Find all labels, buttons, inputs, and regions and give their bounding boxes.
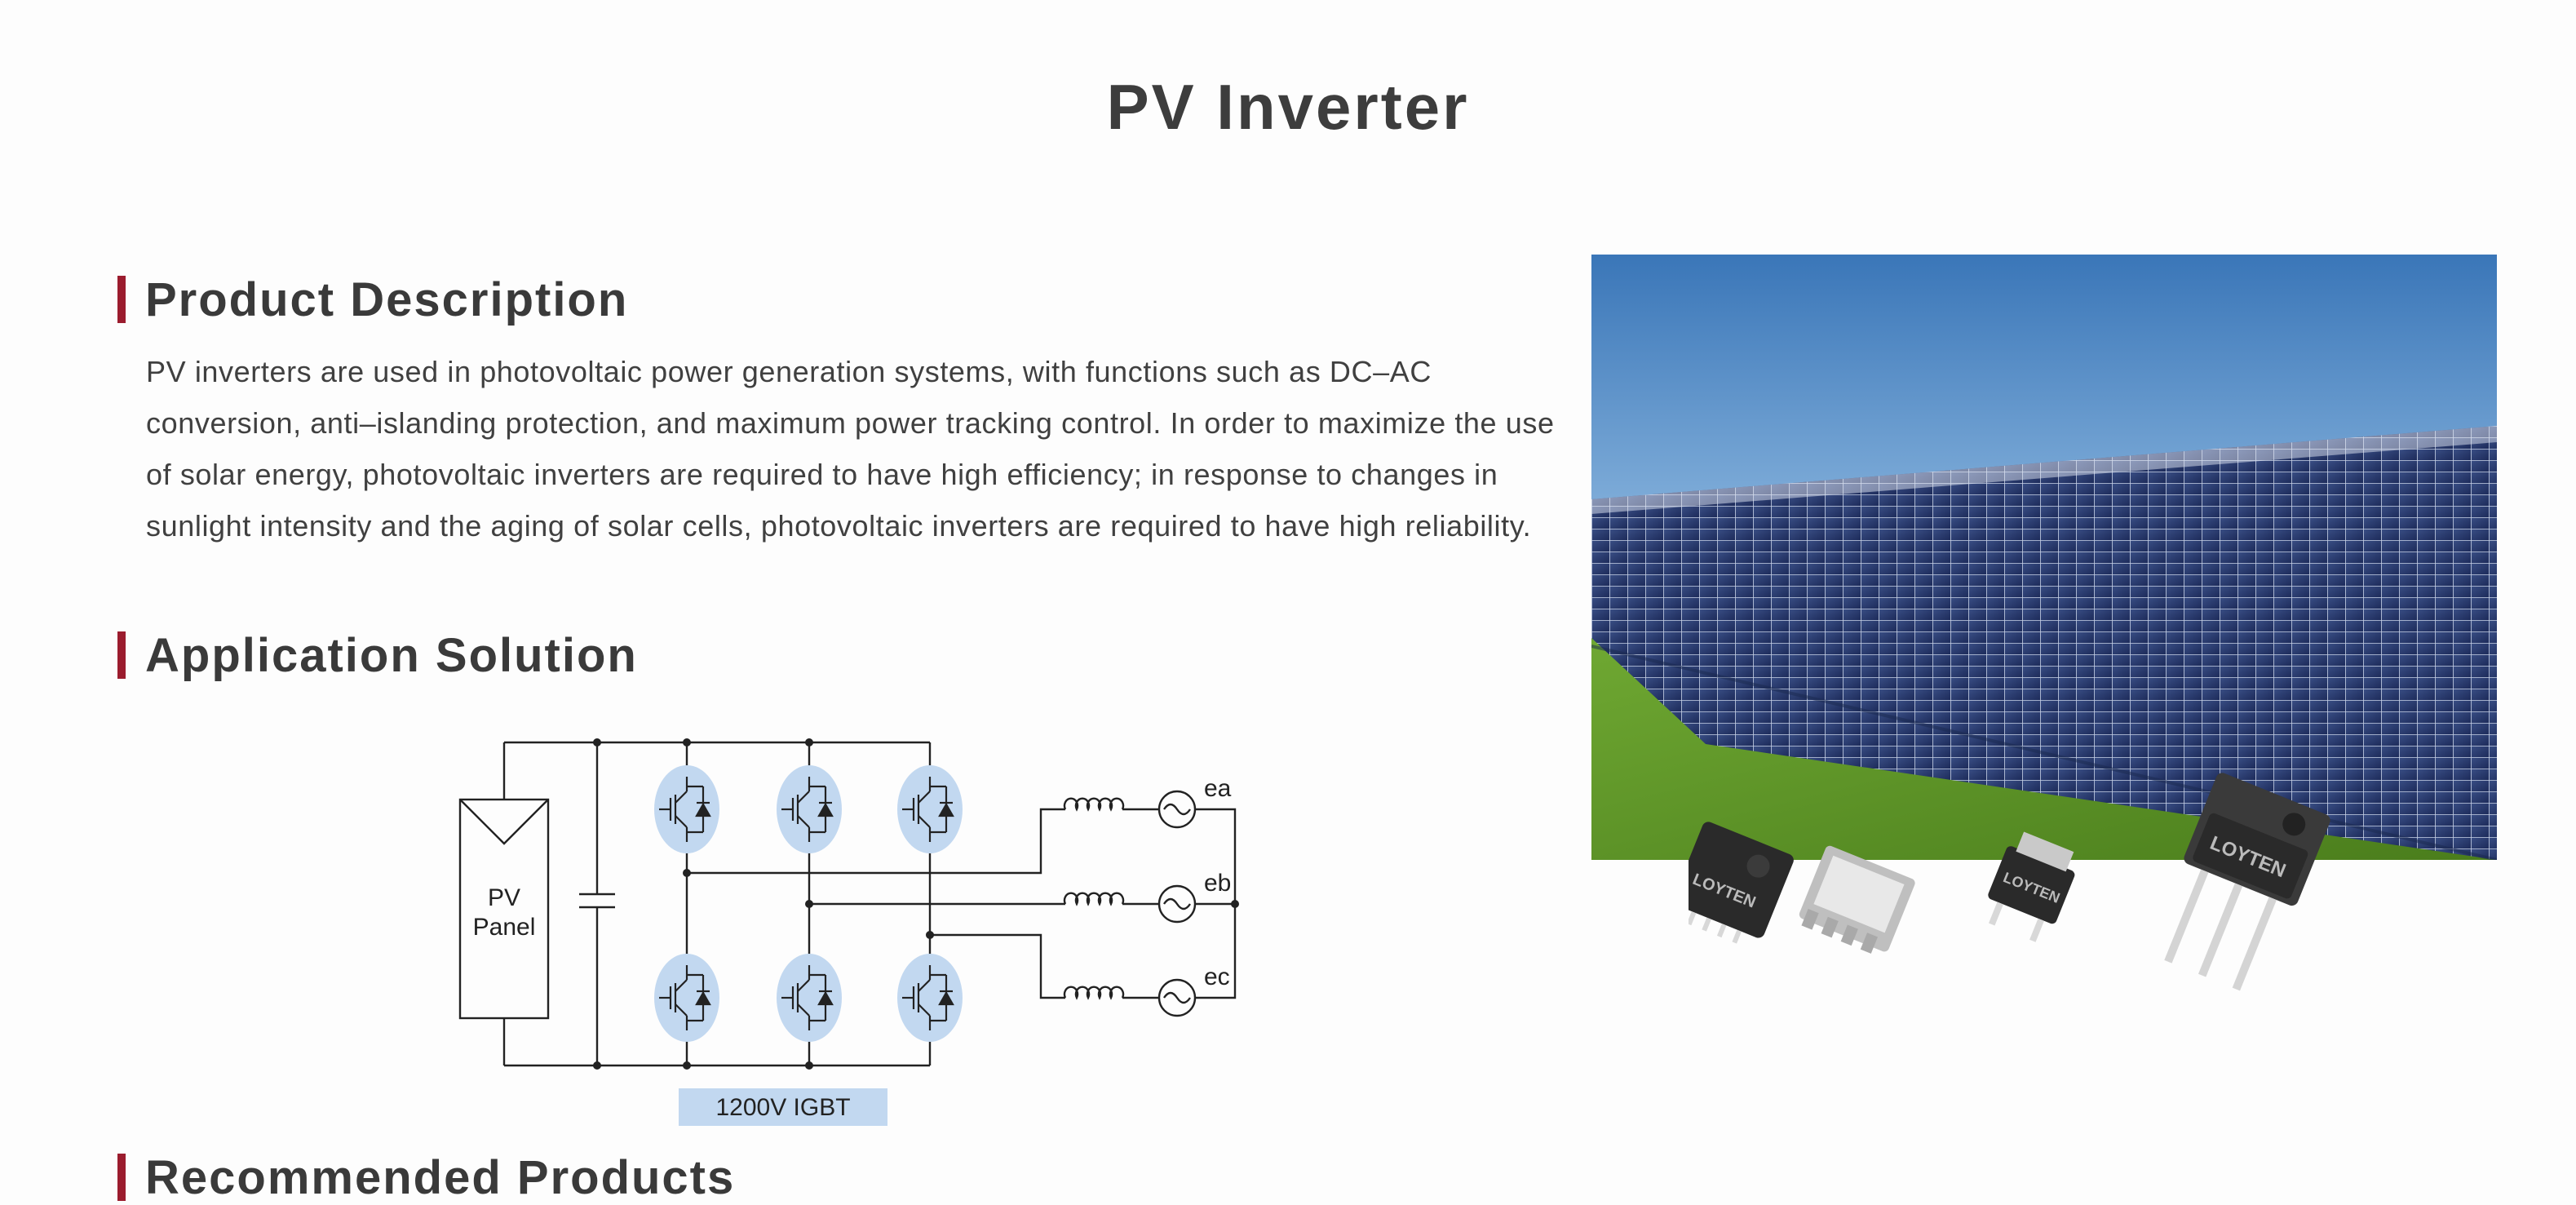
pv-panel-label: PV <box>488 884 520 911</box>
section-heading-recommended-products: Recommended Products <box>117 1151 733 1204</box>
section-heading-application-solution: Application Solution <box>117 629 636 682</box>
phase-b-label: eb <box>1204 870 1231 897</box>
section-title: Recommended Products <box>145 1151 736 1204</box>
inverter-circuit-diagram: PV Panel ea eb ec 1200V IGBT <box>458 738 1239 1126</box>
section-title: Product Description <box>145 273 629 326</box>
section-heading-product-description: Product Description <box>117 273 626 326</box>
power-device-packages-image: LOYTEN LOYTEN LOYTEN <box>1689 773 2330 991</box>
phase-c-label: ec <box>1204 964 1230 990</box>
igbt-label: 1200V IGBT <box>715 1094 850 1121</box>
pv-panel-label: Panel <box>473 914 536 941</box>
section-title: Application Solution <box>145 629 638 682</box>
page-title: PV Inverter <box>1106 71 1470 143</box>
solar-panel-photo <box>1591 255 2497 860</box>
product-description-text: PV inverters are used in photovoltaic po… <box>146 355 1555 543</box>
phase-a-label: ea <box>1204 775 1232 802</box>
